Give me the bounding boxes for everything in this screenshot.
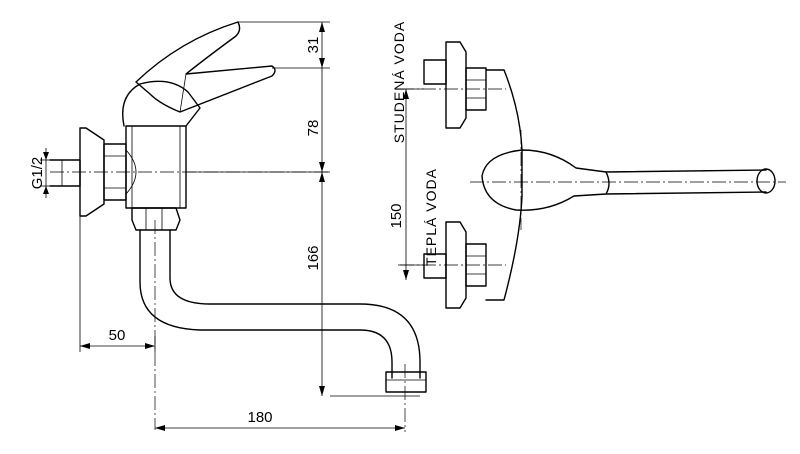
lever-handle (135, 21, 276, 113)
label-hot-water: TEPLÁ VODA (423, 168, 439, 266)
dim-wall-offset: 50 (109, 327, 126, 344)
lever-front (481, 149, 610, 211)
dim-body-height: 78 (305, 120, 322, 137)
spout-tube-outer (169, 229, 421, 379)
faucet-body (125, 125, 187, 209)
side-view (49, 21, 427, 432)
spout-tube (139, 229, 393, 379)
front-spout-top (605, 169, 767, 173)
dim-spout-reach: 180 (247, 409, 272, 426)
dim-spout-drop: 166 (305, 245, 322, 270)
aerator (385, 371, 427, 393)
dim-thread: G1/2 (29, 157, 46, 190)
front-spout-bottom (605, 191, 767, 195)
front-body (485, 69, 523, 301)
side-view-dimensions: 31 78 166 G1/2 50 180 (29, 21, 420, 431)
dim-lever-height: 31 (305, 37, 322, 54)
label-cold-water: STUDENÁ VODA (391, 21, 407, 143)
spout-nut (131, 207, 181, 231)
inlet-pipe (49, 159, 81, 187)
cold-inlet-assembly (400, 41, 506, 129)
cartridge-cover (122, 80, 201, 127)
front-view-dimensions: 150 STUDENÁ VODA TEPLÁ VODA (388, 21, 439, 280)
front-spout-end (756, 168, 776, 194)
front-view (400, 41, 786, 309)
dim-inlet-spacing: 150 (388, 203, 405, 228)
